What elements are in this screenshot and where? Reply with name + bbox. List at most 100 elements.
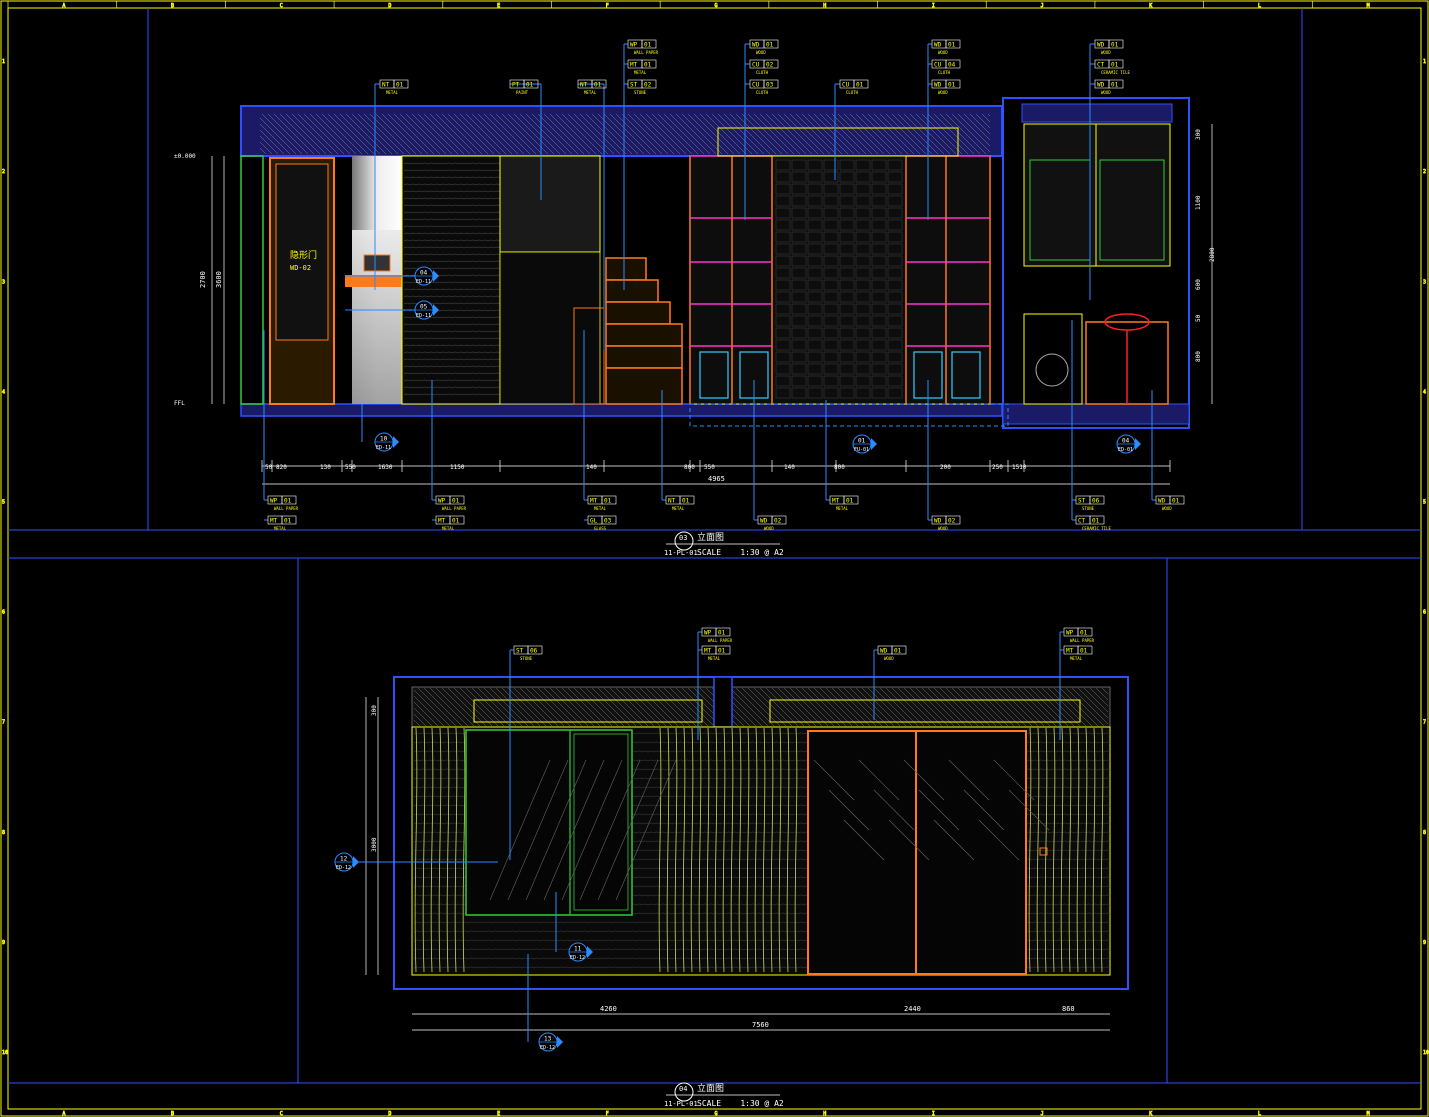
hatch-line [549, 113, 591, 155]
curtain-fold [430, 727, 434, 973]
tag-desc: METAL [1070, 656, 1083, 661]
leather-tile [823, 387, 839, 399]
tag-code: WD [934, 42, 942, 49]
hatch-line [789, 687, 829, 727]
dim-label: 1630 [378, 464, 393, 471]
tag-box [1077, 627, 1093, 637]
hatch-line [567, 687, 607, 727]
tag-box [715, 627, 731, 637]
tag-code: WP [1066, 630, 1074, 637]
title-bubble [674, 531, 694, 551]
hatch-line [945, 113, 987, 155]
texture-line [403, 225, 501, 228]
leather-tile [839, 183, 855, 195]
hatch-line [825, 687, 865, 727]
leather-tile [839, 387, 855, 399]
hatch-line [381, 113, 423, 155]
leather-tile [791, 207, 807, 219]
leather-tile [807, 327, 823, 339]
hatch-line [519, 113, 561, 155]
tag-box [771, 515, 787, 525]
hatch-line [501, 113, 543, 155]
tag-number: 01 [1111, 62, 1119, 69]
hatch-line [951, 687, 991, 727]
grid-number-left: 5 [2, 499, 5, 505]
hatch-line [531, 113, 573, 155]
tag-number: 01 [718, 630, 726, 637]
dim-label: 200 [940, 464, 951, 471]
hatch-line [285, 113, 327, 155]
leather-tile [807, 387, 823, 399]
hatch-line [885, 687, 925, 727]
leather-tile [871, 375, 887, 387]
texture-line [403, 176, 501, 179]
curtain-box-left [473, 699, 703, 723]
hatch-line [729, 687, 769, 727]
tag-desc: METAL [594, 506, 607, 511]
tag-desc: CERAMIC TILE [1101, 70, 1130, 75]
hatch-line [413, 713, 427, 727]
tag-code: CU [842, 82, 850, 89]
tag-box [763, 59, 779, 69]
tag-number: 01 [452, 498, 460, 505]
reflection-line [918, 789, 960, 831]
beam [713, 676, 733, 728]
leather-tile [855, 339, 871, 351]
grid-number-left: 1 [2, 59, 5, 65]
leather-tile [887, 291, 903, 303]
leather-tile [775, 207, 791, 219]
hatch-line [849, 113, 891, 155]
leather-tile [791, 339, 807, 351]
hatch-line [495, 113, 537, 155]
grid-letter-bottom: I [932, 1111, 935, 1117]
leather-tile [887, 243, 903, 255]
hatch-line [897, 687, 937, 727]
reflection-line [1008, 789, 1050, 831]
hatch-line [891, 687, 931, 727]
texture-line [403, 246, 501, 249]
leather-tile [871, 387, 887, 399]
tag-number: 02 [774, 518, 782, 525]
tag-number: 06 [1092, 498, 1100, 505]
leather-tile [775, 195, 791, 207]
section-mark-ref: FU-01 [854, 447, 869, 453]
height-dim: 3600 [215, 271, 223, 288]
leather-tile [855, 375, 871, 387]
section-mark-arrow [433, 270, 439, 282]
tag-desc: STONE [520, 656, 533, 661]
hatch-line [413, 701, 439, 727]
leather-tile [807, 315, 823, 327]
leather-tile [887, 339, 903, 351]
hatch-line [471, 113, 513, 155]
hatch-line [573, 113, 615, 155]
leather-tile [807, 195, 823, 207]
leather-tile [807, 291, 823, 303]
texture-line [403, 337, 501, 340]
hatch-line [1011, 687, 1051, 727]
leather-tile [887, 207, 903, 219]
leather-tile [791, 363, 807, 375]
tag-number: 01 [1080, 648, 1088, 655]
leather-tile [775, 159, 791, 171]
grid-number-left: 9 [2, 940, 5, 946]
leather-tile [855, 291, 871, 303]
hatch-line [441, 113, 483, 155]
texture-line [403, 358, 501, 361]
texture-line [403, 295, 501, 298]
hatch-line [615, 687, 655, 727]
hatch-line [259, 147, 267, 155]
hatch-line [783, 113, 825, 155]
leather-tile [807, 219, 823, 231]
hatch-line [573, 687, 613, 727]
leather-tile [775, 183, 791, 195]
leather-tile [807, 351, 823, 363]
tag-number: 01 [396, 82, 404, 89]
